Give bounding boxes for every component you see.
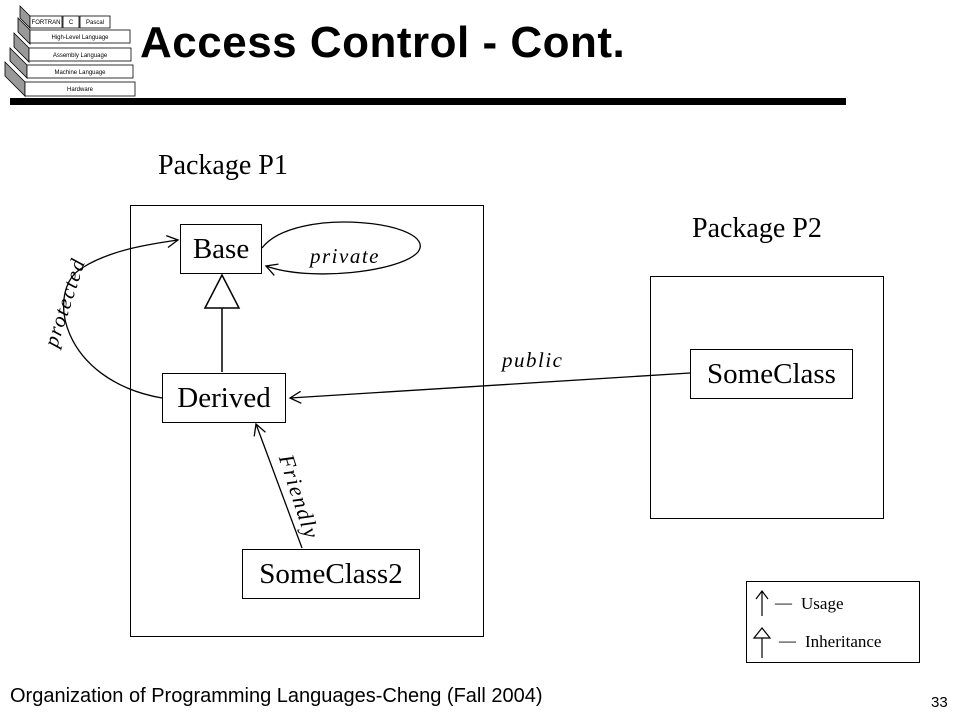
private-usage-arrow <box>261 221 421 276</box>
public-usage-arrow <box>288 372 691 404</box>
slide-footer: Organization of Programming Languages-Ch… <box>10 685 543 707</box>
page-number: 33 <box>931 694 948 711</box>
legend-inheritance-dash: — <box>779 631 796 650</box>
class-someclass2: SomeClass2 <box>242 549 420 599</box>
logo-lang-pascal: Pascal <box>86 20 104 26</box>
legend-box: — Usage — Inheritance <box>746 581 920 663</box>
logo-layer-assembly: Assembly Language <box>53 53 108 59</box>
legend-inheritance-label: Inheritance <box>805 632 882 651</box>
edge-label-private: private <box>310 244 380 268</box>
logo-layer-machine: Machine Language <box>54 70 106 76</box>
legend-usage-dash: — <box>775 593 792 612</box>
edge-label-public: public <box>502 348 564 372</box>
logo-lang-fortran: FORTRAN <box>32 20 61 26</box>
legend-usage-label: Usage <box>801 594 844 613</box>
package-p2-label: Package P2 <box>692 213 822 244</box>
friendly-usage-arrow <box>253 422 303 549</box>
legend-icons <box>752 590 772 658</box>
inheritance-triangle <box>203 273 241 309</box>
legend-usage-arrow-icon <box>755 590 769 616</box>
protected-usage-arrow <box>62 235 180 399</box>
class-derived: Derived <box>162 373 286 423</box>
logo-lang-c: C <box>69 20 74 26</box>
class-someclass: SomeClass <box>690 349 853 399</box>
title-divider <box>10 98 846 105</box>
package-p1-label: Package P1 <box>158 150 288 181</box>
class-base: Base <box>180 224 262 274</box>
logo-layer-highlevel: High-Level Language <box>51 35 109 41</box>
legend-inheritance-arrow-icon <box>752 627 772 658</box>
logo-layer-hardware: Hardware <box>67 87 94 93</box>
language-layers-logo: Hardware Machine Language Assembly Langu… <box>4 5 136 97</box>
slide-title: Access Control - Cont. <box>140 18 626 67</box>
